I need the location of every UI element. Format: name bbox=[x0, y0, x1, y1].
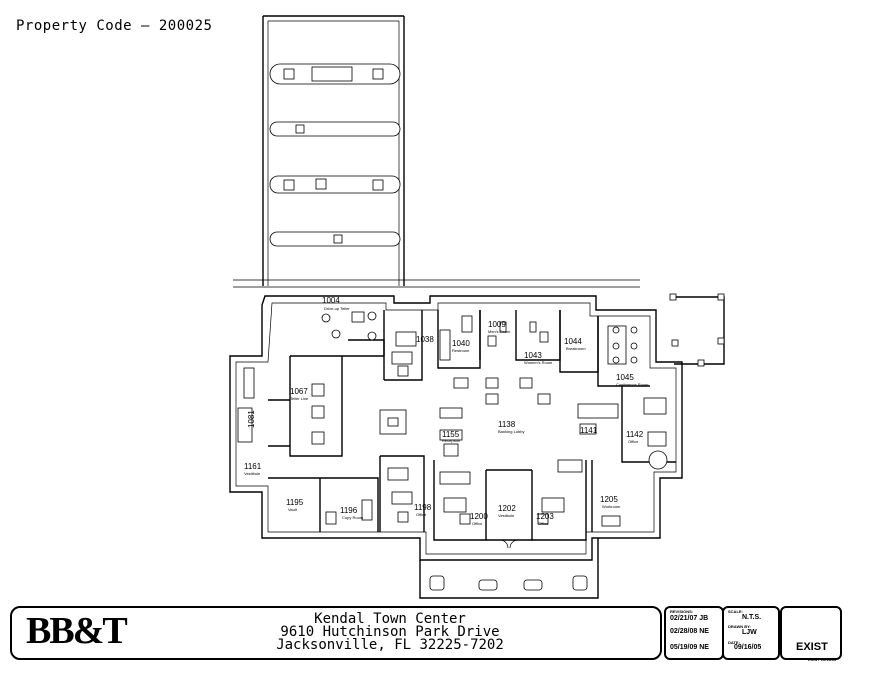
room-1004-number: 1004 bbox=[322, 296, 340, 305]
revision-2: 02/28/08 NE bbox=[670, 628, 709, 635]
scale-box bbox=[722, 606, 780, 660]
room-1203-name: Office bbox=[538, 521, 549, 526]
room-1044-name: Breakroom bbox=[566, 346, 586, 351]
drive-lane-island-4 bbox=[269, 231, 401, 247]
floor-plan: 1004 Drive-up Teller 1038 1040 Restroom … bbox=[229, 15, 725, 599]
room-1202-name: Vestibule bbox=[498, 513, 515, 518]
room-1043-name: Women's Room bbox=[524, 360, 553, 365]
room-1045-name: Conference Room bbox=[616, 382, 649, 387]
room-1040-name: Restroom bbox=[452, 348, 470, 353]
room-1202-number: 1202 bbox=[498, 504, 516, 513]
patio bbox=[669, 293, 725, 367]
room-1161-name: Vestibule bbox=[244, 471, 261, 476]
room-1198-number: 1198 bbox=[414, 503, 432, 512]
room-1045-number: 1045 bbox=[616, 373, 634, 382]
status-footnote: EXIST 09/16/05 bbox=[808, 657, 837, 662]
date-value: 09/16/05 bbox=[734, 644, 762, 651]
title-block-frame bbox=[10, 606, 662, 660]
room-1044-number: 1044 bbox=[564, 337, 582, 346]
room-1198-name: Office bbox=[416, 512, 427, 517]
room-1195-name: Vault bbox=[288, 507, 298, 512]
property-line bbox=[233, 279, 640, 288]
room-1043-number: 1043 bbox=[524, 351, 542, 360]
date-label: DATE: bbox=[728, 640, 740, 645]
scale-value: N.T.S. bbox=[742, 614, 762, 621]
room-1200-number: 1200 bbox=[470, 512, 488, 521]
status-label: EXIST bbox=[796, 641, 828, 653]
room-1196-name: Copy Room bbox=[342, 515, 364, 520]
room-1038-number: 1038 bbox=[416, 335, 434, 344]
room-1004-name: Drive-up Teller bbox=[324, 306, 350, 311]
room-1203-number: 1203 bbox=[536, 512, 554, 521]
room-1142-number: 1142 bbox=[626, 430, 644, 439]
room-labels: 1004 Drive-up Teller 1038 1040 Restroom … bbox=[244, 296, 649, 526]
status-box bbox=[780, 606, 842, 660]
property-code: Property Code — 200025 bbox=[16, 18, 213, 34]
room-1067-number: 1067 bbox=[290, 387, 308, 396]
room-1009-number: 1009 bbox=[488, 320, 506, 329]
drive-through-canopy bbox=[262, 15, 405, 286]
room-1040-number: 1040 bbox=[452, 339, 470, 348]
room-1155-number: 1155 bbox=[442, 430, 460, 439]
room-1009-name: Men's Room bbox=[488, 329, 511, 334]
drive-lane-island-2 bbox=[269, 121, 401, 137]
room-1196-number: 1196 bbox=[340, 506, 358, 515]
room-1138-number: 1138 bbox=[498, 420, 516, 429]
address-line-2: 9610 Hutchinson Park Drive bbox=[280, 624, 500, 640]
room-1155-name: Reception bbox=[442, 438, 460, 443]
drawn-by-label: DRAWN BY: bbox=[728, 624, 751, 629]
room-1142-name: Office bbox=[628, 439, 639, 444]
bbt-logo: BB&T bbox=[26, 610, 128, 652]
revisions-label: REVISIONS: bbox=[670, 609, 694, 614]
interior-walls bbox=[268, 310, 676, 549]
drive-lane-island-1 bbox=[269, 63, 401, 85]
room-1205-name: Workroom bbox=[602, 504, 621, 509]
room-1205-number: 1205 bbox=[600, 495, 618, 504]
scale-label: SCALE: bbox=[728, 609, 743, 614]
drive-lane-island-3 bbox=[269, 175, 401, 194]
front-entry-canopy bbox=[419, 538, 599, 599]
address-line-1: Kendal Town Center bbox=[314, 611, 466, 627]
room-1141-number: 1141 bbox=[580, 426, 598, 435]
room-1138-name: Banking Lobby bbox=[498, 429, 524, 434]
room-1161-number: 1161 bbox=[244, 462, 262, 471]
drawn-by-value: LJW bbox=[742, 629, 757, 636]
building-exterior-walls bbox=[229, 295, 683, 561]
room-1195-number: 1195 bbox=[286, 498, 304, 507]
address-line-3: Jacksonville, FL 32225-7202 bbox=[276, 637, 504, 653]
revision-3: 05/19/09 NE bbox=[670, 644, 709, 651]
revision-1: 02/21/07 JB bbox=[670, 615, 709, 622]
room-1200-name: Office bbox=[472, 521, 483, 526]
furniture bbox=[237, 311, 668, 527]
room-1067-name: Teller Line bbox=[290, 396, 309, 401]
room-1081-number: 1081 bbox=[247, 410, 256, 428]
